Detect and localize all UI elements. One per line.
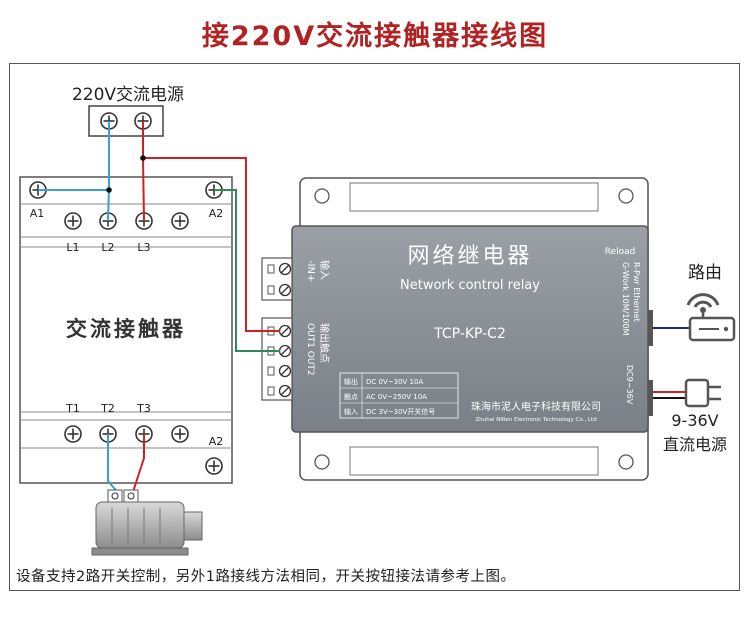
relay-company-en: Zhuhai NiRen Electronic Technology Co., … <box>475 417 596 423</box>
relay-dc-power-port <box>648 380 653 416</box>
wire-relay-out-red <box>144 157 280 332</box>
label-t3: T3 <box>136 402 151 415</box>
relay-spec-table <box>339 372 459 419</box>
contactor-name: 交流接触器 <box>66 317 186 341</box>
junction-l3 <box>140 155 146 161</box>
relay-output-label: 输出触点 <box>318 323 331 363</box>
spec-row-value-1: DC 0V~30V 10A <box>366 378 423 386</box>
relay-output-terminal-1 <box>278 324 292 338</box>
input-terminal-l1 <box>64 212 82 230</box>
spec-row-label-2: 触点 <box>344 392 358 401</box>
network-relay: 网络继电器 Network control relay TCP-KP-C2 Re… <box>261 177 653 481</box>
wire-t3-red <box>131 434 145 496</box>
dc-power-name-label: 直流电源 <box>663 435 727 454</box>
label-a2: A2 <box>209 207 224 220</box>
relay-led-labels-2: G-Work 10M/100M <box>621 262 630 336</box>
router-label: 路由 <box>688 263 722 283</box>
label-l2: L2 <box>101 241 114 254</box>
spec-row-value-3: DC 3V~30V开关信号 <box>366 407 435 416</box>
relay-ethernet-port <box>648 310 653 346</box>
relay-input-terminal-2 <box>278 283 292 297</box>
relay-input-sub: -IN+ <box>305 260 316 282</box>
output-terminal-t1 <box>64 425 82 443</box>
dc-power-voltage-label: 9-36V <box>671 411 718 430</box>
relay-input-terminal-1 <box>278 262 292 276</box>
relay-company-cn: 珠海市泥人电子科技有限公司 <box>471 400 601 413</box>
relay-output-terminal-4 <box>278 384 292 398</box>
ac-contactor: A1 A2 A2 L1 L2 L3 T1 T2 T3 交流接触器 <box>19 176 233 484</box>
junction-a1-l2 <box>106 187 112 193</box>
relay-output-sub: OUT1 OUT2 <box>305 323 315 376</box>
relay-led-labels: R-Pwr Ethernet <box>632 262 641 322</box>
label-t1: T1 <box>65 402 80 415</box>
label-l1: L1 <box>66 241 79 254</box>
router-icon <box>686 293 736 342</box>
label-a1: A1 <box>30 207 45 220</box>
coil-terminal-a2-bottom <box>205 457 223 475</box>
wire-a2-green <box>214 189 280 352</box>
diagram-frame <box>9 63 740 591</box>
relay-name-cn: 网络继电器 <box>407 244 532 269</box>
wire-l2-blue <box>107 121 110 222</box>
wire-l3-red <box>142 121 145 222</box>
label-l3: L3 <box>137 241 150 254</box>
spec-row-label-1: 输出 <box>344 377 358 386</box>
label-t2: T2 <box>100 402 115 415</box>
spec-row-value-2: AC 0V~250V 10A <box>366 393 427 401</box>
relay-output-terminal-3 <box>278 364 292 378</box>
motor-icon <box>91 489 203 556</box>
caption-note: 设备支持2路开关控制，另外1路接线方法相同，开关按钮接法请参考上图。 <box>16 569 516 585</box>
relay-name-en: Network control relay <box>400 278 540 293</box>
relay-model: TCP-KP-C2 <box>433 326 506 342</box>
power-source-label: 220V交流电源 <box>72 85 184 105</box>
spec-row-label-3: 输入 <box>344 407 358 416</box>
relay-output-terminal-2 <box>278 344 292 358</box>
output-terminal-aux <box>171 425 189 443</box>
input-terminal-aux <box>171 212 189 230</box>
label-a2-bottom: A2 <box>209 435 224 448</box>
relay-reload-label: Reload <box>605 247 636 257</box>
relay-power-port-label: DC9~36V <box>625 365 634 405</box>
power-source-terminal-block <box>88 105 164 137</box>
dc-power-plug-icon <box>684 378 721 408</box>
page-title: 接220V交流接触器接线图 <box>201 21 549 52</box>
relay-input-label: 输入 <box>318 260 331 280</box>
